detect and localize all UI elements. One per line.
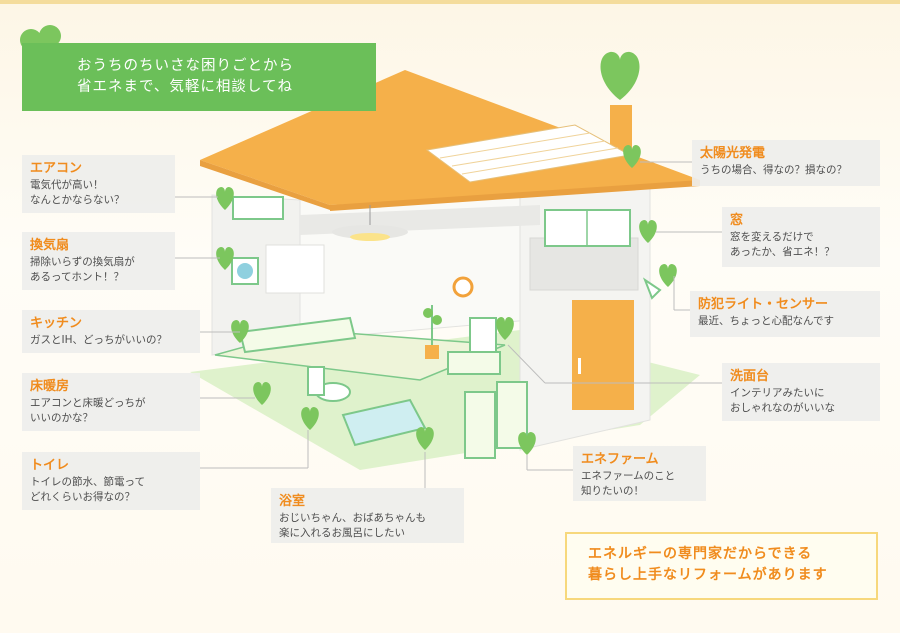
reform-message-box: エネルギーの専門家だからできる 暮らし上手なリフォームがあります (565, 532, 878, 600)
label-kitchen[interactable]: キッチン ガスとIH、どっちがいいの？ (22, 310, 200, 353)
banner-line-2: 省エネまで、気軽に相談してね (77, 79, 293, 95)
label-text: ガスとIH、どっちがいいの？ (30, 334, 167, 346)
label-fan[interactable]: 換気扇 掃除いらずの換気扇が あるってホント！？ (22, 232, 175, 290)
label-security-light[interactable]: 防犯ライト・センサー 最近、ちょっと心配なんです (690, 291, 880, 337)
label-title: エネファーム (581, 452, 659, 467)
label-sink[interactable]: 洗面台 インテリアみたいに おしゃれなのがいいな (722, 363, 880, 421)
back-window (265, 244, 325, 294)
label-title: エアコン (30, 161, 83, 176)
door (572, 300, 634, 410)
label-text: いいのかな？ (30, 412, 93, 424)
label-aircon[interactable]: エアコン 電気代が高い！ なんとかならない？ (22, 155, 175, 213)
label-text: 楽に入れるお風呂にしたい (279, 527, 405, 539)
label-text: エネファームのこと (581, 470, 676, 482)
mirror (469, 317, 497, 355)
label-title: 床暖房 (30, 379, 70, 394)
label-text: 電気代が高い！ (30, 179, 104, 191)
plant-pot (425, 345, 439, 359)
security-light (642, 277, 662, 300)
wall-clock (452, 276, 474, 298)
label-text: おじいちゃん、おばあちゃんも (279, 512, 426, 524)
label-title: キッチン (30, 316, 83, 331)
kitchen-counter (238, 316, 357, 354)
label-solar[interactable]: 太陽光発電 うちの場合、得なの？損なの？ (692, 140, 880, 186)
label-text: 最近、ちょっと心配なんです (698, 315, 834, 327)
leader-lines (175, 161, 722, 490)
ceiling-lamp (332, 225, 408, 239)
enefarm-unit (464, 391, 496, 459)
label-text: うちの場合、得なの？損なの？ (700, 164, 847, 176)
banner-line-1: おうちのちいさな困りごとから (77, 58, 294, 74)
label-title: 洗面台 (730, 369, 770, 384)
top-stripe (0, 0, 900, 4)
intro-banner: おうちのちいさな困りごとから 省エネまで、気軽に相談してね (22, 43, 376, 111)
label-window[interactable]: 窓 窓を変えるだけで あったか、省エネ！？ (722, 207, 880, 267)
label-text: あったか、省エネ！？ (730, 246, 835, 258)
label-title: 浴室 (279, 494, 306, 509)
aircon (232, 196, 284, 220)
label-text: 窓を変えるだけで (730, 231, 814, 243)
label-text: 知りたいの！ (581, 485, 644, 497)
bathtub (341, 398, 427, 447)
roof (200, 70, 700, 205)
label-floor-heating[interactable]: 床暖房 エアコンと床暖どっちが いいのかな？ (22, 373, 200, 431)
label-text: なんとかならない？ (30, 194, 125, 206)
label-text: エアコンと床暖どっちが (30, 397, 146, 409)
label-text: トイレの節水、節電って (30, 476, 145, 488)
label-text: どれくらいお得なの？ (30, 491, 135, 503)
label-title: トイレ (30, 458, 70, 473)
cta-line-1: エネルギーの専門家だからできる (588, 546, 813, 562)
heart-markers (216, 51, 677, 455)
label-text: 掃除いらずの換気扇が (30, 256, 135, 268)
cta-line-2: 暮らし上手なリフォームがあります (588, 567, 828, 583)
label-enefarm[interactable]: エネファーム エネファームのこと 知りたいの！ (573, 446, 706, 501)
label-title: 窓 (730, 213, 744, 228)
label-text: あるってホント！？ (30, 271, 124, 283)
sink (447, 351, 501, 375)
label-toilet[interactable]: トイレ トイレの節水、節電って どれくらいお得なの？ (22, 452, 200, 510)
label-bath[interactable]: 浴室 おじいちゃん、おばあちゃんも 楽に入れるお風呂にしたい (271, 488, 464, 543)
label-title: 太陽光発電 (700, 146, 766, 161)
label-title: 防犯ライト・センサー (698, 297, 829, 312)
label-text: おしゃれなのがいいな (730, 402, 835, 414)
label-text: インテリアみたいに (730, 387, 825, 399)
label-title: 換気扇 (30, 238, 70, 253)
